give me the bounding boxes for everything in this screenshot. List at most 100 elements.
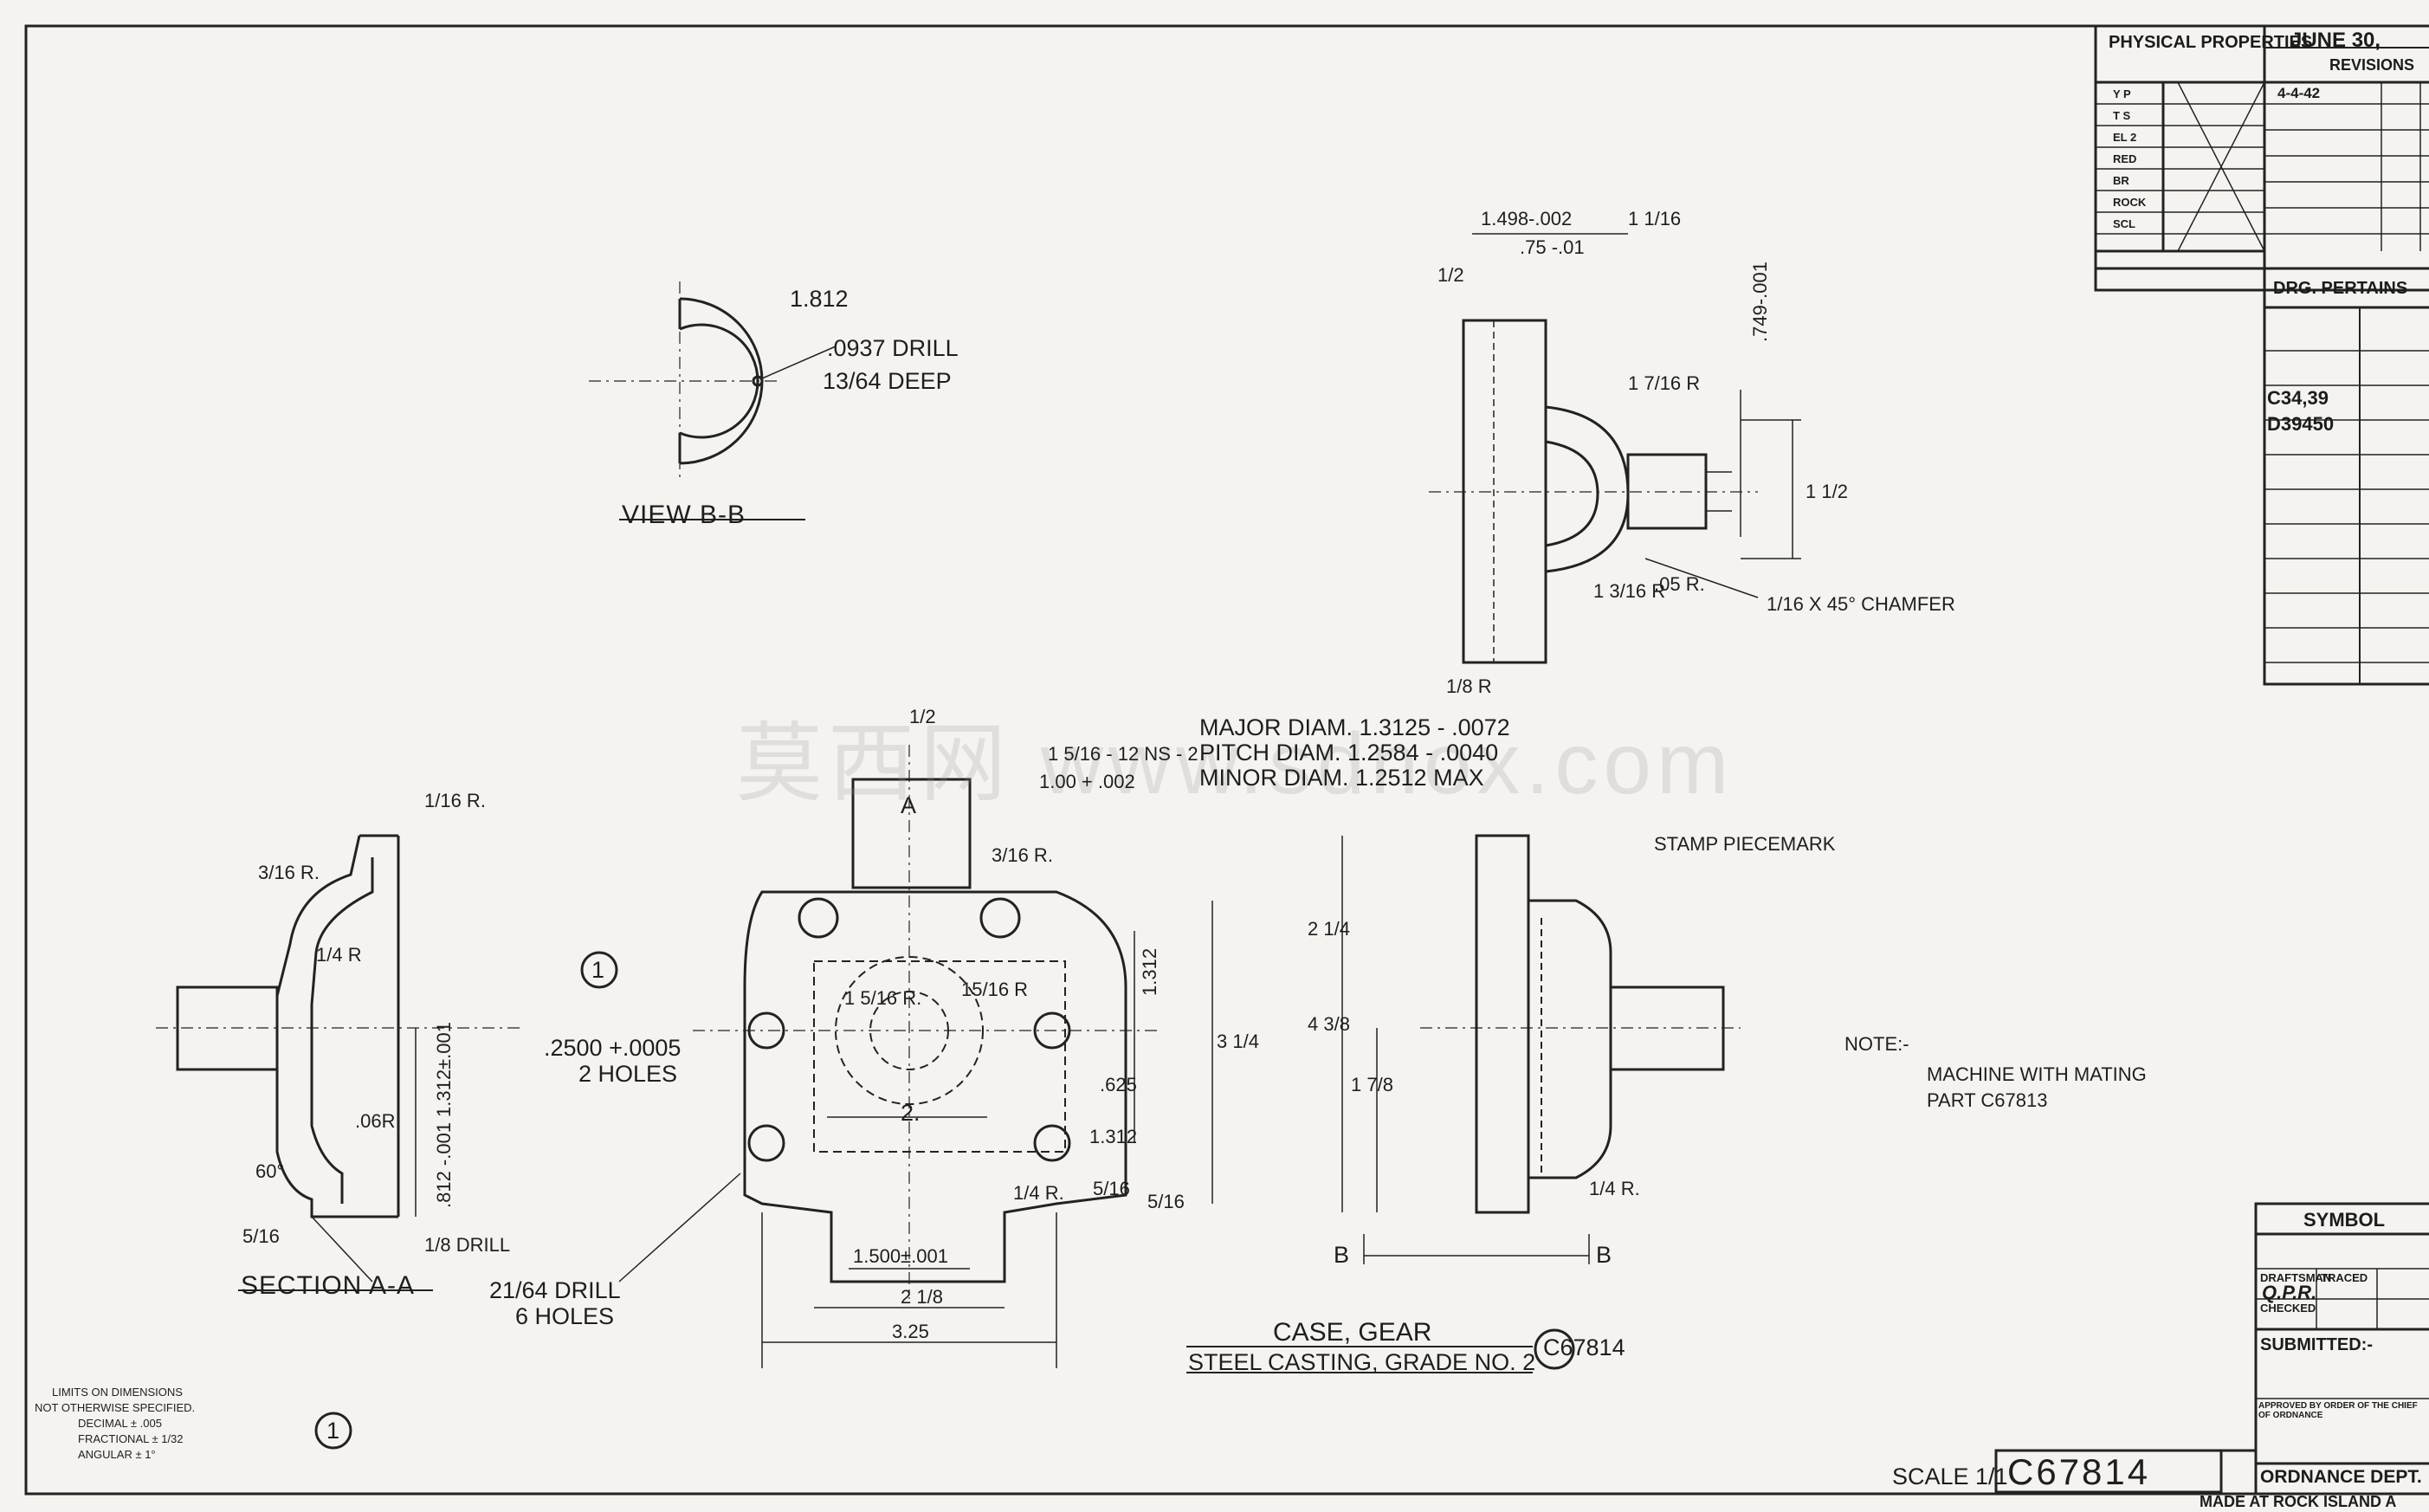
deep-label: 13/64 DEEP (823, 368, 952, 394)
drill-21-64: 21/64 DRILL (489, 1277, 621, 1303)
pertains-row: D39450 (2267, 413, 2335, 435)
tolerance-line-4: FRACTIONAL ± 1/32 (78, 1432, 184, 1445)
approved-label: APPROVED BY ORDER OF THE CHIEF OF ORDNAN… (2258, 1401, 2418, 1420)
dim-812: .812 -.001 (433, 1121, 455, 1208)
right-view-drawing (1341, 834, 1741, 1264)
symbol-label: SYMBOL (2303, 1209, 2386, 1231)
submitted-label: SUBMITTED:- (2260, 1335, 2373, 1354)
section-a-marker: A (901, 792, 917, 818)
prop-row: T S (2113, 109, 2131, 122)
dim-4-3-8: 4 3/8 (1308, 1013, 1350, 1035)
dim-5-16: 5/16 (242, 1225, 280, 1247)
ordnance-label: ORDNANCE DEPT. (2260, 1467, 2422, 1487)
dim-5-16-front: 5/16 (1093, 1178, 1130, 1199)
note-line-2: PART C67813 (1927, 1089, 2048, 1111)
drawing-number: C67814 (2007, 1451, 2151, 1492)
made-at-label: MADE AT ROCK ISLAND A (2200, 1493, 2397, 1510)
r-1-7-16: 1 7/16 R (1628, 372, 1701, 394)
r-1-4-front: 1/4 R. (1013, 1182, 1064, 1204)
dim-2-1-8: 2 1/8 (901, 1286, 943, 1308)
drill-count: 6 HOLES (515, 1303, 615, 1329)
dim-5-16b-front: 5/16 (1147, 1191, 1185, 1212)
draftsman-label: DRAFTSMAN (2260, 1271, 2332, 1284)
circle-marker-part (1534, 1328, 1575, 1370)
dim-1-2-top: 1/2 (909, 706, 936, 727)
title-block-bottom (2254, 1202, 2429, 1496)
view-bb-title: VIEW B-B (622, 501, 746, 529)
revisions-label: REVISIONS (2329, 56, 2415, 74)
dim-75: .75 -.01 (1520, 236, 1585, 258)
physical-properties-label: PHYSICAL PROPERTIES (2109, 33, 2313, 52)
prop-row: BR (2113, 174, 2129, 187)
tolerance-circled: 1 (326, 1418, 340, 1444)
angle-60: 60° (255, 1160, 285, 1182)
r-3-16-front: 3/16 R. (992, 844, 1053, 866)
drill-1-8: 1/8 DRILL (424, 1234, 511, 1256)
pertains-label: DRG. PERTAINS (2273, 279, 2408, 298)
dim-1500: 1.500±.001 (853, 1245, 948, 1267)
part-number: C67814 (1543, 1334, 1625, 1360)
dim-1-1-2: 1 1/2 (1806, 481, 1848, 502)
pertains-row: C34,39 (2267, 387, 2329, 409)
note-line-1: MACHINE WITH MATING (1927, 1063, 2147, 1085)
front-view-drawing (618, 745, 1213, 1368)
part-material: STEEL CASTING, GRADE NO. 2 (1188, 1349, 1536, 1375)
drill-label: .0937 DRILL (827, 335, 959, 361)
side-view-drawing (1429, 233, 1801, 664)
prop-row: RED (2113, 152, 2137, 165)
r-1-4: 1/4 R (316, 944, 362, 966)
sheet-border (24, 24, 2429, 1496)
section-b-right: B (1596, 1242, 1612, 1268)
circled-1: 1 (591, 957, 605, 983)
dim-1-1-16: 1 1/16 (1628, 208, 1682, 229)
tolerance-line-5: ANGULAR ± 1° (78, 1448, 156, 1461)
r-15-16: 15/16 R (961, 979, 1029, 1000)
r-1-5-16: 1 5/16 R. (844, 987, 922, 1009)
dim-2-1-4: 2 1/4 (1308, 918, 1350, 940)
dim-1312-b: 1.312 (1089, 1126, 1138, 1147)
thread-spec: 1 5/16 - 12 NS - 2 (1048, 743, 1198, 765)
r-1-3-16: 1 3/16 R (1593, 580, 1666, 602)
circle-marker-2 (314, 1412, 352, 1450)
dim-2: 2. (901, 1100, 921, 1126)
r-05: .05 R. (1654, 573, 1705, 595)
dim-1312: 1.312±.001 (433, 1022, 455, 1117)
stamp-label: STAMP PIECEMARK (1654, 833, 1836, 855)
chamfer-label: 1/16 X 45° CHAMFER (1767, 593, 1955, 615)
prop-row: EL 2 (2113, 131, 2137, 144)
tolerance-line-2: NOT OTHERWISE SPECIFIED. (35, 1401, 196, 1414)
dim-749: .749-.001 (1749, 262, 1771, 342)
dim-1312-a: 1.312 (1139, 947, 1160, 996)
dim-3-1-4: 3 1/4 (1217, 1031, 1259, 1052)
prop-row: Y P (2113, 87, 2131, 100)
dim-1498: 1.498-.002 (1481, 208, 1573, 229)
r-06: .06R. (355, 1110, 401, 1132)
tolerance-line-3: DECIMAL ± .005 (78, 1417, 162, 1430)
holes-dim: .2500 +.0005 (544, 1035, 682, 1061)
note-label: NOTE:- (1844, 1033, 1909, 1055)
holes-count: 2 HOLES (578, 1061, 678, 1087)
r-1-16: 1/16 R. (424, 790, 486, 811)
section-b-left: B (1334, 1242, 1350, 1268)
major-diam: MAJOR DIAM. 1.3125 - .0072 (1199, 714, 1510, 740)
tolerance-line-1: LIMITS ON DIMENSIONS (52, 1386, 183, 1399)
tracer-label: TRACED (2321, 1271, 2368, 1284)
section-aa-title: SECTION A-A (241, 1271, 416, 1300)
draftsman-initials: Q.P.R. (2262, 1282, 2317, 1303)
dim-1812: 1.812 (790, 286, 849, 312)
r-1-8: 1/8 R (1446, 675, 1492, 697)
dim-625: .625 (1100, 1074, 1137, 1095)
watermark: 莫西网 www.sdnox.com (736, 715, 1735, 812)
checker-label: CHECKED (2260, 1302, 2316, 1315)
revision-date: 4-4-42 (2277, 85, 2321, 101)
r-3-16: 3/16 R. (258, 862, 320, 883)
prop-row: ROCK (2113, 196, 2147, 209)
dim-3-25: 3.25 (892, 1321, 929, 1342)
circle-marker-1 (580, 951, 618, 989)
dim-1-7-8: 1 7/8 (1351, 1074, 1393, 1095)
prop-row: SCL (2113, 217, 2135, 230)
minor-diam: MINOR DIAM. 1.2512 MAX (1199, 765, 1484, 791)
dim-1-2: 1/2 (1437, 264, 1464, 286)
pitch-diam: PITCH DIAM. 1.2584 - .0040 (1199, 740, 1499, 766)
